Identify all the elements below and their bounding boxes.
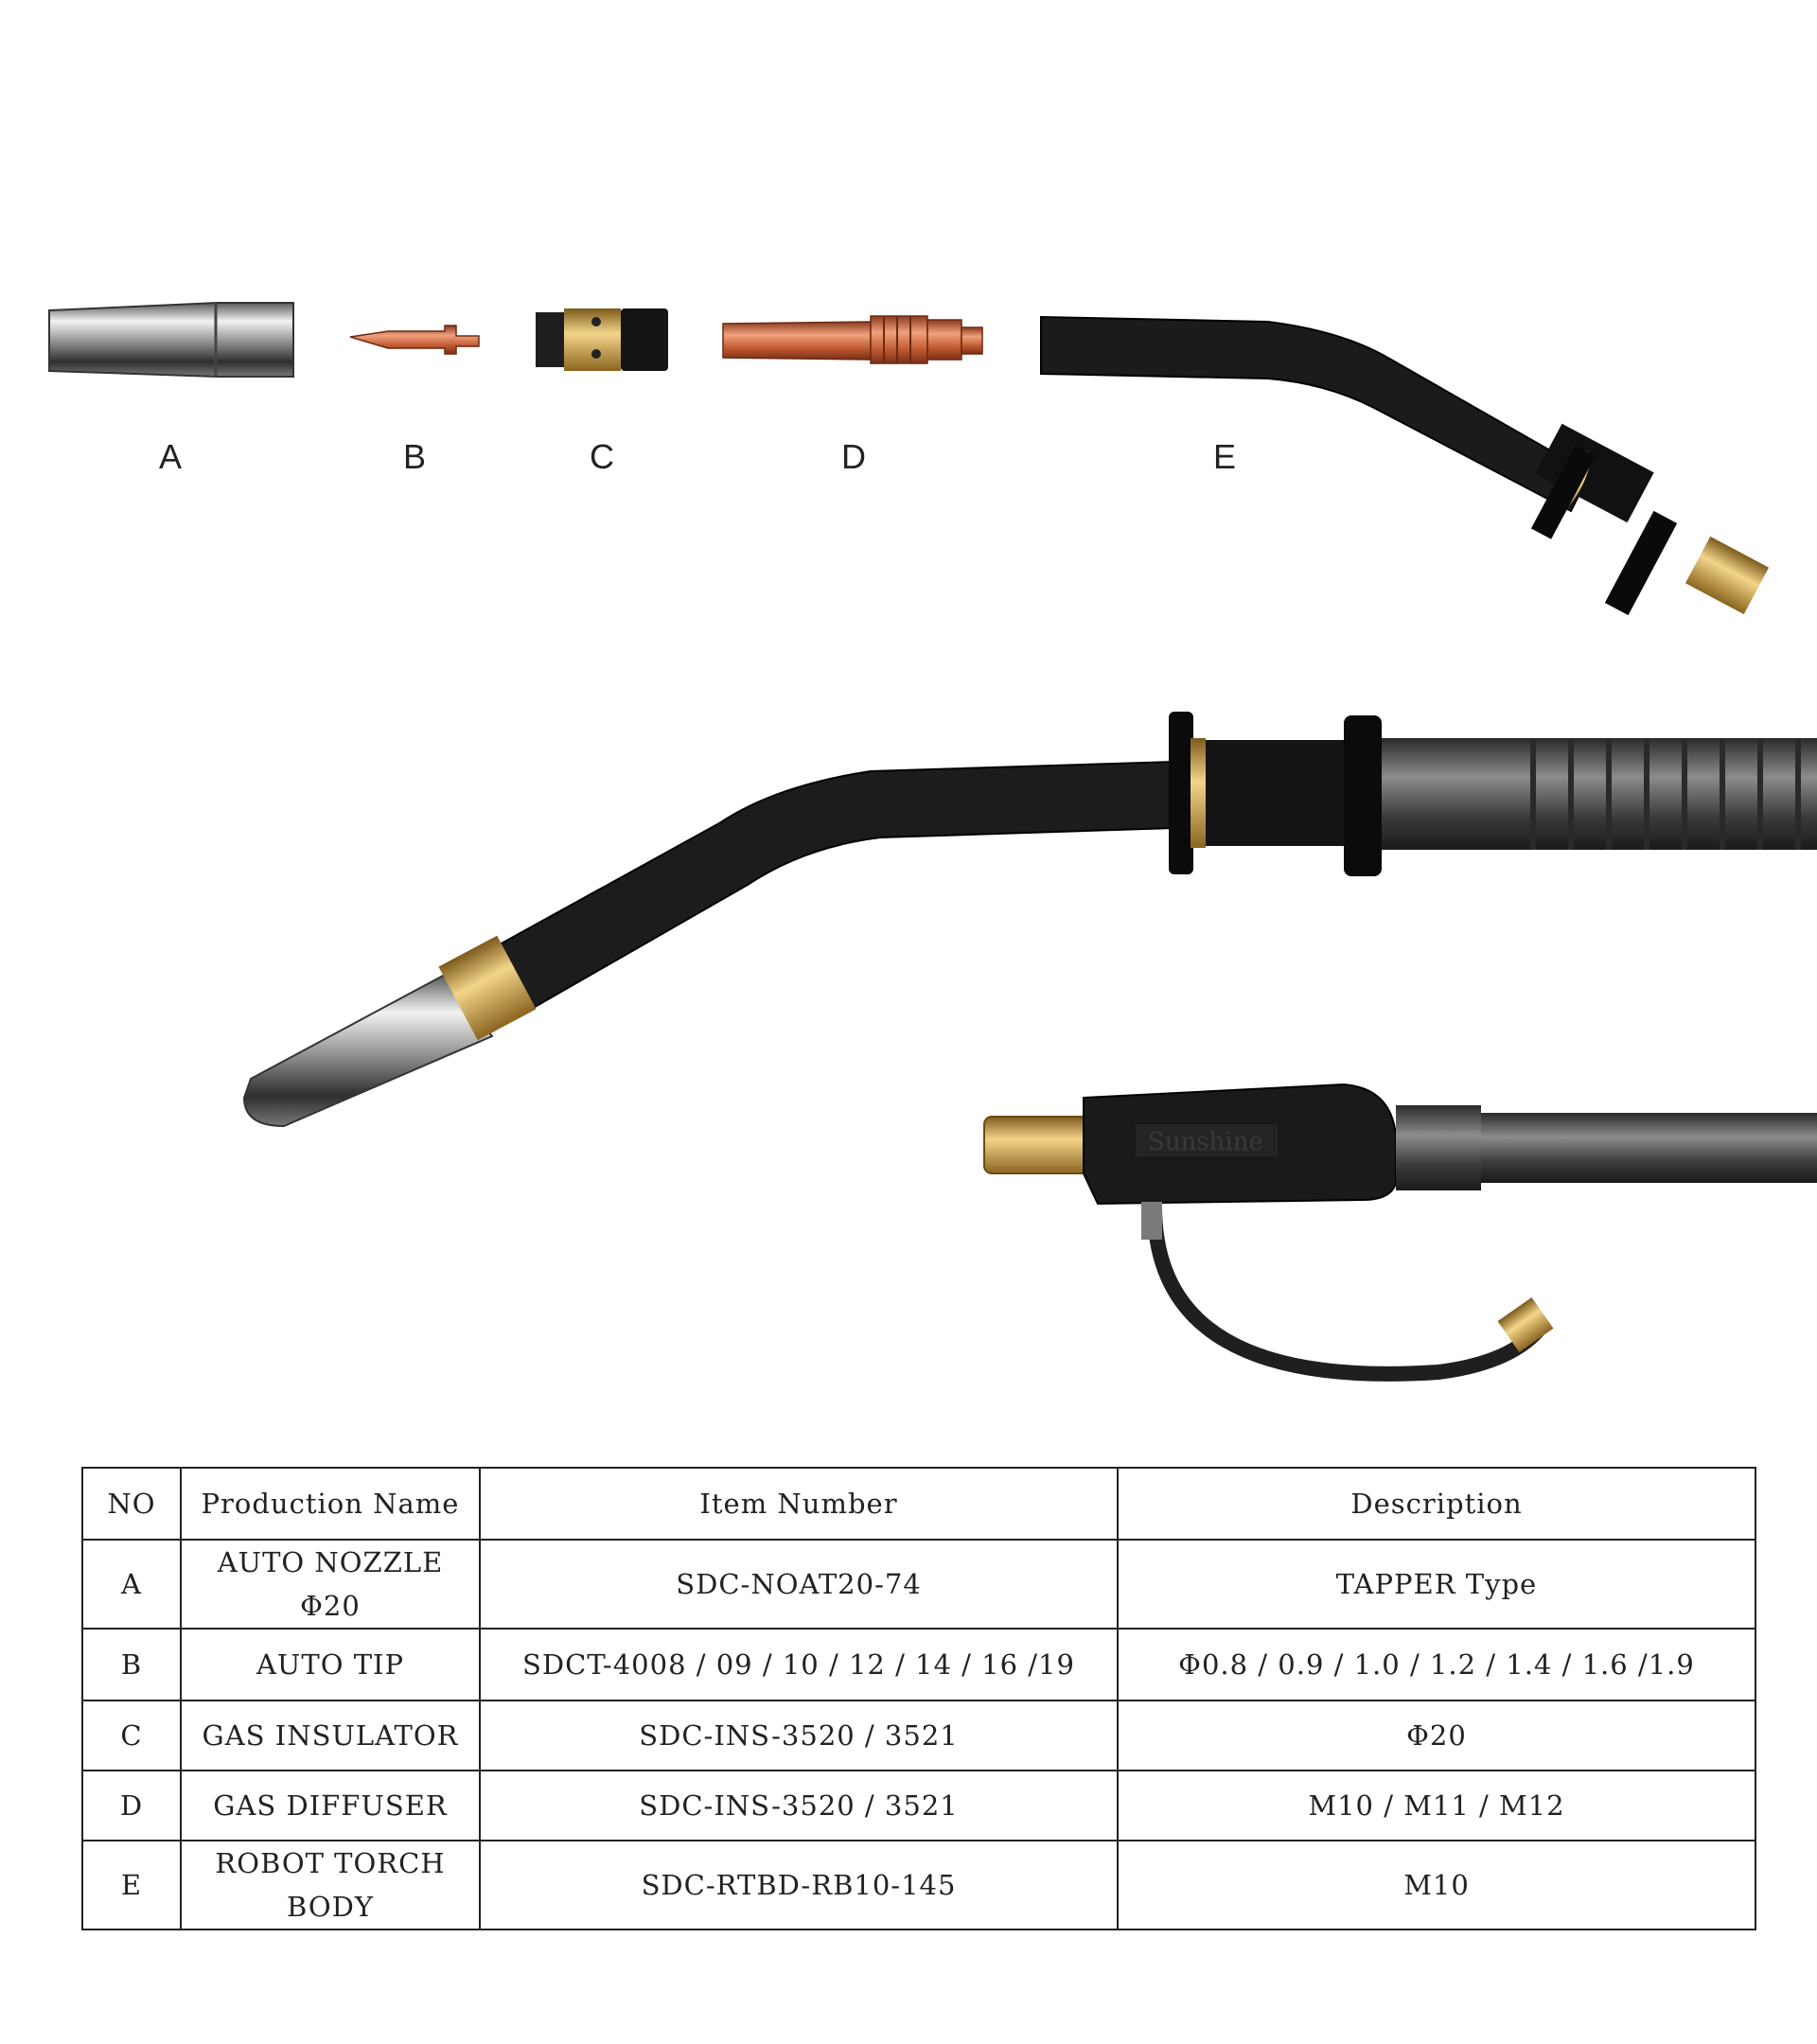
- cell-name: AUTO NOZZLE Φ20: [180, 1539, 481, 1630]
- part-label-d: D: [841, 437, 866, 476]
- table-row: D GAS DIFFUSER SDC-INS-3520 / 3521 M10 /…: [81, 1770, 1756, 1841]
- cell-no: B: [81, 1628, 182, 1701]
- cell-desc: TAPPER Type: [1117, 1539, 1756, 1630]
- part-b-tip: [349, 325, 480, 355]
- cell-no: D: [81, 1770, 182, 1841]
- product-illustration: Sunshine: [48, 302, 1817, 1382]
- cell-item: SDC-NOAT20-74: [479, 1539, 1119, 1630]
- header-no: NO: [81, 1467, 182, 1541]
- assembled-torch: [242, 712, 1817, 1128]
- part-a-nozzle: [48, 302, 294, 378]
- table-row: C GAS INSULATOR SDC-INS-3520 / 3521 Φ20: [81, 1700, 1756, 1771]
- header-production-name: Production Name: [180, 1467, 481, 1541]
- cell-item: SDC-INS-3520 / 3521: [479, 1770, 1119, 1841]
- part-c-insulator: [536, 308, 668, 371]
- cell-name: GAS INSULATOR: [180, 1700, 481, 1771]
- part-label-e: E: [1212, 437, 1236, 476]
- cell-item: SDC-INS-3520 / 3521: [479, 1700, 1119, 1771]
- table-row: E ROBOT TORCH BODY SDC-RTBD-RB10-145 M10: [81, 1840, 1756, 1930]
- rear-connector: Sunshine: [983, 1083, 1817, 1382]
- cell-name: AUTO TIP: [180, 1628, 481, 1701]
- cell-name: ROBOT TORCH BODY: [180, 1840, 481, 1930]
- part-e-torch-neck: [1040, 315, 1770, 616]
- cell-name: GAS DIFFUSER: [180, 1770, 481, 1841]
- cell-item: SDCT-4008 / 09 / 10 / 12 / 14 / 16 /19: [479, 1628, 1119, 1701]
- header-description: Description: [1117, 1467, 1756, 1541]
- table-header-row: NO Production Name Item Number Descripti…: [81, 1467, 1756, 1541]
- part-label-a: A: [158, 437, 182, 476]
- cell-no: A: [81, 1539, 182, 1630]
- part-label-b: B: [402, 437, 426, 476]
- table-row: A AUTO NOZZLE Φ20 SDC-NOAT20-74 TAPPER T…: [81, 1539, 1756, 1630]
- part-d-diffuser: [722, 315, 983, 364]
- parts-spec-table: NO Production Name Item Number Descripti…: [81, 1467, 1756, 1930]
- table-row: B AUTO TIP SDCT-4008 / 09 / 10 / 12 / 14…: [81, 1628, 1756, 1701]
- cell-desc: Φ0.8 / 0.9 / 1.0 / 1.2 / 1.4 / 1.6 /1.9: [1117, 1628, 1756, 1701]
- cell-no: E: [81, 1840, 182, 1930]
- cell-no: C: [81, 1700, 182, 1771]
- cell-item: SDC-RTBD-RB10-145: [479, 1840, 1119, 1930]
- header-item-number: Item Number: [479, 1467, 1119, 1541]
- part-label-c: C: [590, 437, 614, 476]
- cell-desc: M10 / M11 / M12: [1117, 1770, 1756, 1841]
- brand-engraving: Sunshine: [1148, 1128, 1263, 1156]
- cell-desc: Φ20: [1117, 1700, 1756, 1771]
- cell-desc: M10: [1117, 1840, 1756, 1930]
